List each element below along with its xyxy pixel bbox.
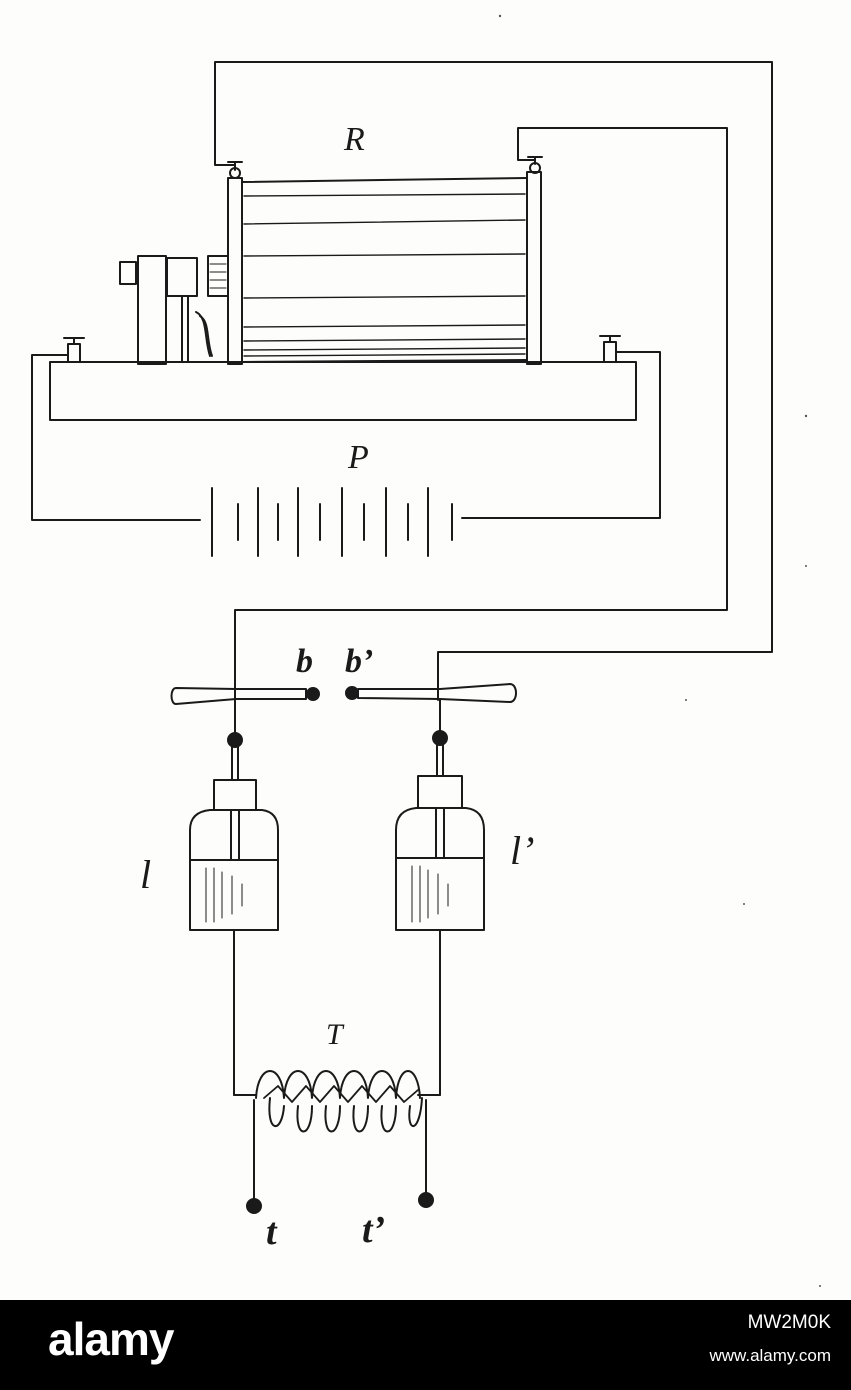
battery-P: [211, 487, 453, 557]
outer-wire: [214, 61, 773, 701]
label-l-prime: l’: [510, 828, 534, 873]
battery-wiring: [31, 351, 661, 521]
spark-electrode-b: [170, 687, 320, 748]
coil-base: [49, 361, 637, 421]
interrupter: [119, 255, 229, 365]
label-b-prime: b’: [345, 643, 373, 680]
watermark-url: www.alamy.com: [709, 1346, 831, 1365]
base-terminal-left: [63, 337, 85, 363]
watermark-brand: alamy: [48, 1313, 174, 1365]
inner-wire: [234, 127, 728, 701]
paper-specks: [498, 14, 821, 1287]
watermark-bar: alamy MW2M0K www.alamy.com: [0, 1300, 851, 1390]
label-T: T: [326, 1018, 345, 1051]
label-P: P: [347, 439, 369, 476]
leyden-jar-l: [189, 746, 279, 1096]
circuit-diagram-svg: R P b b’ l l’ T t t’: [31, 14, 821, 1287]
induction-coil-R: [227, 156, 543, 365]
label-l: l: [140, 852, 151, 897]
base-terminal-right: [599, 335, 621, 363]
label-t: t: [266, 1211, 278, 1253]
leyden-jar-l-prime: [395, 744, 485, 1096]
transformer-T: [233, 1070, 441, 1214]
circuit-diagram: R P b b’ l l’ T t t’: [31, 14, 821, 1287]
spark-electrode-b-prime: [345, 683, 517, 746]
label-R: R: [343, 121, 365, 158]
label-b: b: [296, 643, 313, 680]
label-t-prime: t’: [362, 1209, 385, 1251]
watermark-image-id: MW2M0K: [747, 1312, 831, 1333]
